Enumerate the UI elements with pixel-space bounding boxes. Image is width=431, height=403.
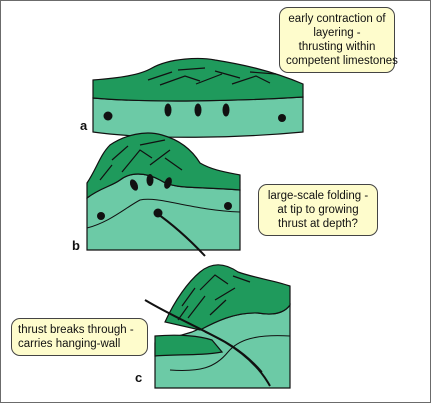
note-panel-a-line-2: layering - xyxy=(313,27,361,39)
note-panel-c: thrust breaks through - carries hanging-… xyxy=(11,318,148,356)
note-panel-b: large-scale folding - at tip to growing … xyxy=(258,184,378,236)
panel-c-drawing xyxy=(144,264,291,389)
note-panel-c-line-1: thrust breaks through - xyxy=(18,324,134,336)
panel-label-b: b xyxy=(72,238,80,253)
note-panel-a: early contraction of layering - thrustin… xyxy=(279,7,398,73)
panel-b-fold-traces xyxy=(99,139,183,181)
panel-b-nodules xyxy=(97,174,232,220)
panel-b-bedding-line xyxy=(86,198,241,229)
panel-a-light-layer xyxy=(92,96,304,138)
panel-a-nodules xyxy=(103,103,286,122)
panel-c-bedding-line xyxy=(169,335,291,371)
panel-label-a: a xyxy=(80,118,88,133)
note-panel-b-line-3: thrust at depth? xyxy=(278,218,358,230)
note-panel-a-line-1: early contraction of xyxy=(288,13,386,25)
note-panel-b-line-1: large-scale folding - xyxy=(267,190,369,202)
panel-c-thrust-splay xyxy=(204,331,263,373)
panel-c-fold-traces xyxy=(177,274,251,321)
panel-label-c: c xyxy=(135,370,143,385)
note-panel-b-line-2: at tip to growing xyxy=(277,204,359,216)
panel-c-hanging-wall-dark xyxy=(164,264,291,331)
panel-b-drawing xyxy=(86,132,241,257)
panel-b-dark-layer xyxy=(86,132,241,200)
note-panel-a-line-4: competent limestones xyxy=(286,55,398,67)
panel-a-thrust-traces xyxy=(147,67,277,86)
panel-a-drawing xyxy=(92,57,304,138)
panel-c-footwall-dark xyxy=(154,334,224,357)
note-panel-c-line-2: carries hanging-wall xyxy=(18,338,121,350)
note-panel-a-line-3: thrusting within xyxy=(298,41,376,53)
